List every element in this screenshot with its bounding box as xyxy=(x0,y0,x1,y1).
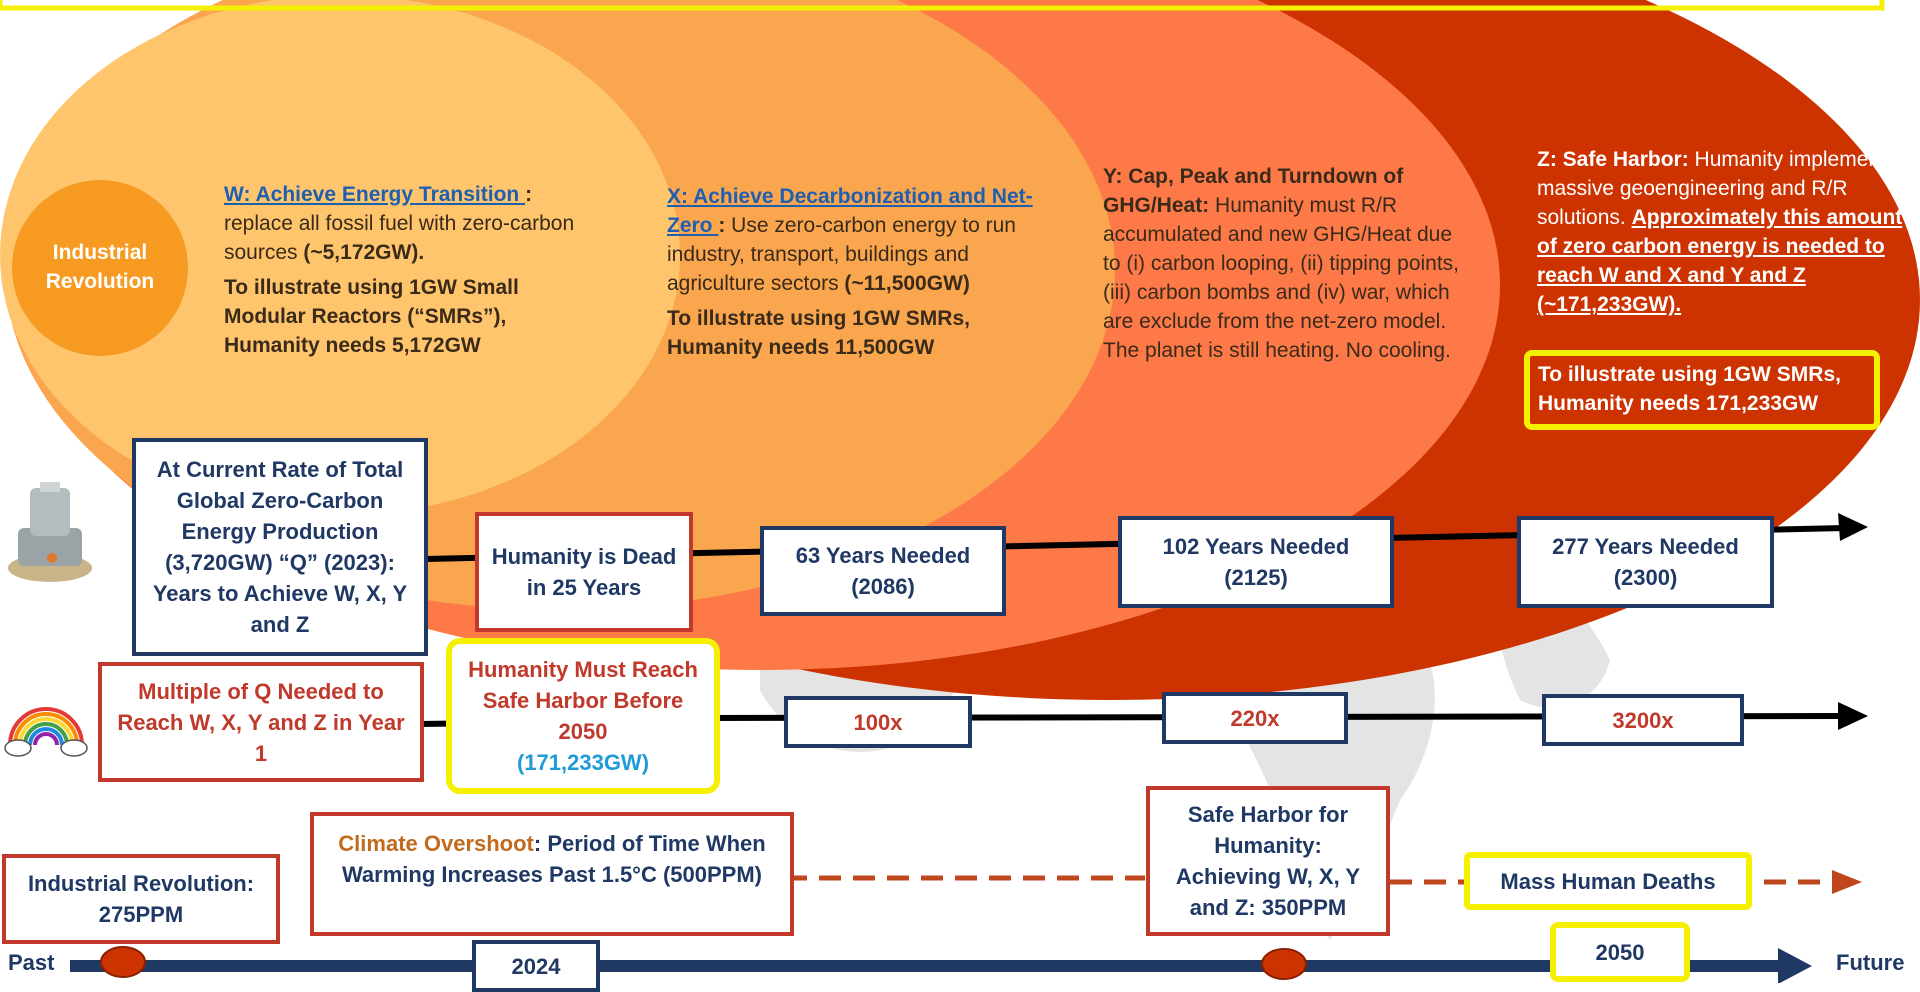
w-amount: (~5,172GW). xyxy=(303,241,425,264)
past-label: Past xyxy=(8,950,55,975)
x-years-box: 102 Years Needed (2125) xyxy=(1118,516,1394,608)
must-reach-gw: (171,233GW) xyxy=(516,750,650,775)
z-heading: Z: Safe Harbor: xyxy=(1537,148,1689,171)
must-reach-text: Humanity Must Reach Safe Harbor Before 2… xyxy=(468,657,698,744)
year-2050-box: 2050 xyxy=(1550,922,1690,982)
industrial-revolution-label: Industrial Revolution xyxy=(45,241,155,293)
must-reach-box: Humanity Must Reach Safe Harbor Before 2… xyxy=(446,638,720,794)
dead-in-25-box: Humanity is Dead in 25 Years xyxy=(475,512,693,632)
z-illustrate-box: To illustrate using 1GW SMRs, Humanity n… xyxy=(1524,350,1880,430)
y-body: Humanity must R/R accumulated and new GH… xyxy=(1103,194,1460,362)
future-label: Future xyxy=(1836,950,1905,975)
x-illustrate: To illustrate using 1GW SMRs, Humanity n… xyxy=(667,307,970,359)
w-years-box: 63 Years Needed (2086) xyxy=(760,526,1006,616)
multiple-3200x: 3200x xyxy=(1542,694,1744,746)
year-2024-box: 2024 xyxy=(472,940,600,992)
x-body: Use zero-carbon energy to run industry, … xyxy=(667,214,1016,295)
multiple-100x: 100x xyxy=(784,696,972,748)
row2-label-box: Multiple of Q Needed to Reach W, X, Y an… xyxy=(98,662,424,782)
safe-harbor-box: Safe Harbor for Humanity: Achieving W, X… xyxy=(1146,786,1390,936)
z-body: Humanity implements massive geoengineeri… xyxy=(1537,148,1897,229)
w-description: W: Achieve Energy Transition : replace a… xyxy=(224,180,576,360)
overshoot-text: : Period of Time When Warming Increases … xyxy=(341,831,766,887)
oval-industrial xyxy=(12,180,188,356)
z-emphasis: Approximately this amount of zero carbon… xyxy=(1537,206,1903,316)
timeline-dot xyxy=(1261,948,1307,980)
x-description: X: Achieve Decarbonization and Net-Zero … xyxy=(667,182,1049,362)
climate-overshoot-box: Climate Overshoot: Period of Time When W… xyxy=(310,812,794,936)
tombstone-icon xyxy=(8,482,92,582)
timeline-dot xyxy=(100,946,146,978)
y-description: Y: Cap, Peak and Turndown of GHG/Heat: H… xyxy=(1103,162,1469,365)
z-years-box: 277 Years Needed (2300) xyxy=(1517,516,1774,608)
oval-w xyxy=(0,0,680,515)
multiple-220x: 220x xyxy=(1162,692,1348,744)
mass-deaths-box: Mass Human Deaths xyxy=(1464,852,1752,910)
x-colon: : xyxy=(718,214,726,237)
overshoot-label: Climate Overshoot xyxy=(338,831,534,856)
y-heading: Y: Cap, Peak and Turndown of GHG/Heat: xyxy=(1103,165,1404,217)
w-body: replace all fossil fuel with zero-carbon… xyxy=(224,212,575,264)
x-heading: X: Achieve Decarbonization and Net-Zero xyxy=(667,185,1033,237)
z-description: Z: Safe Harbor: Humanity implements mass… xyxy=(1537,145,1913,319)
w-heading: W: Achieve Energy Transition xyxy=(224,183,526,206)
x-amount: (~11,500GW) xyxy=(844,272,970,295)
w-colon: : xyxy=(525,183,533,206)
row1-label-box: At Current Rate of Total Global Zero-Car… xyxy=(132,438,428,656)
rainbow-icon xyxy=(4,707,88,757)
industrial-275ppm-box: Industrial Revolution: 275PPM xyxy=(2,854,280,944)
w-illustrate: To illustrate using 1GW Small Modular Re… xyxy=(224,276,519,357)
